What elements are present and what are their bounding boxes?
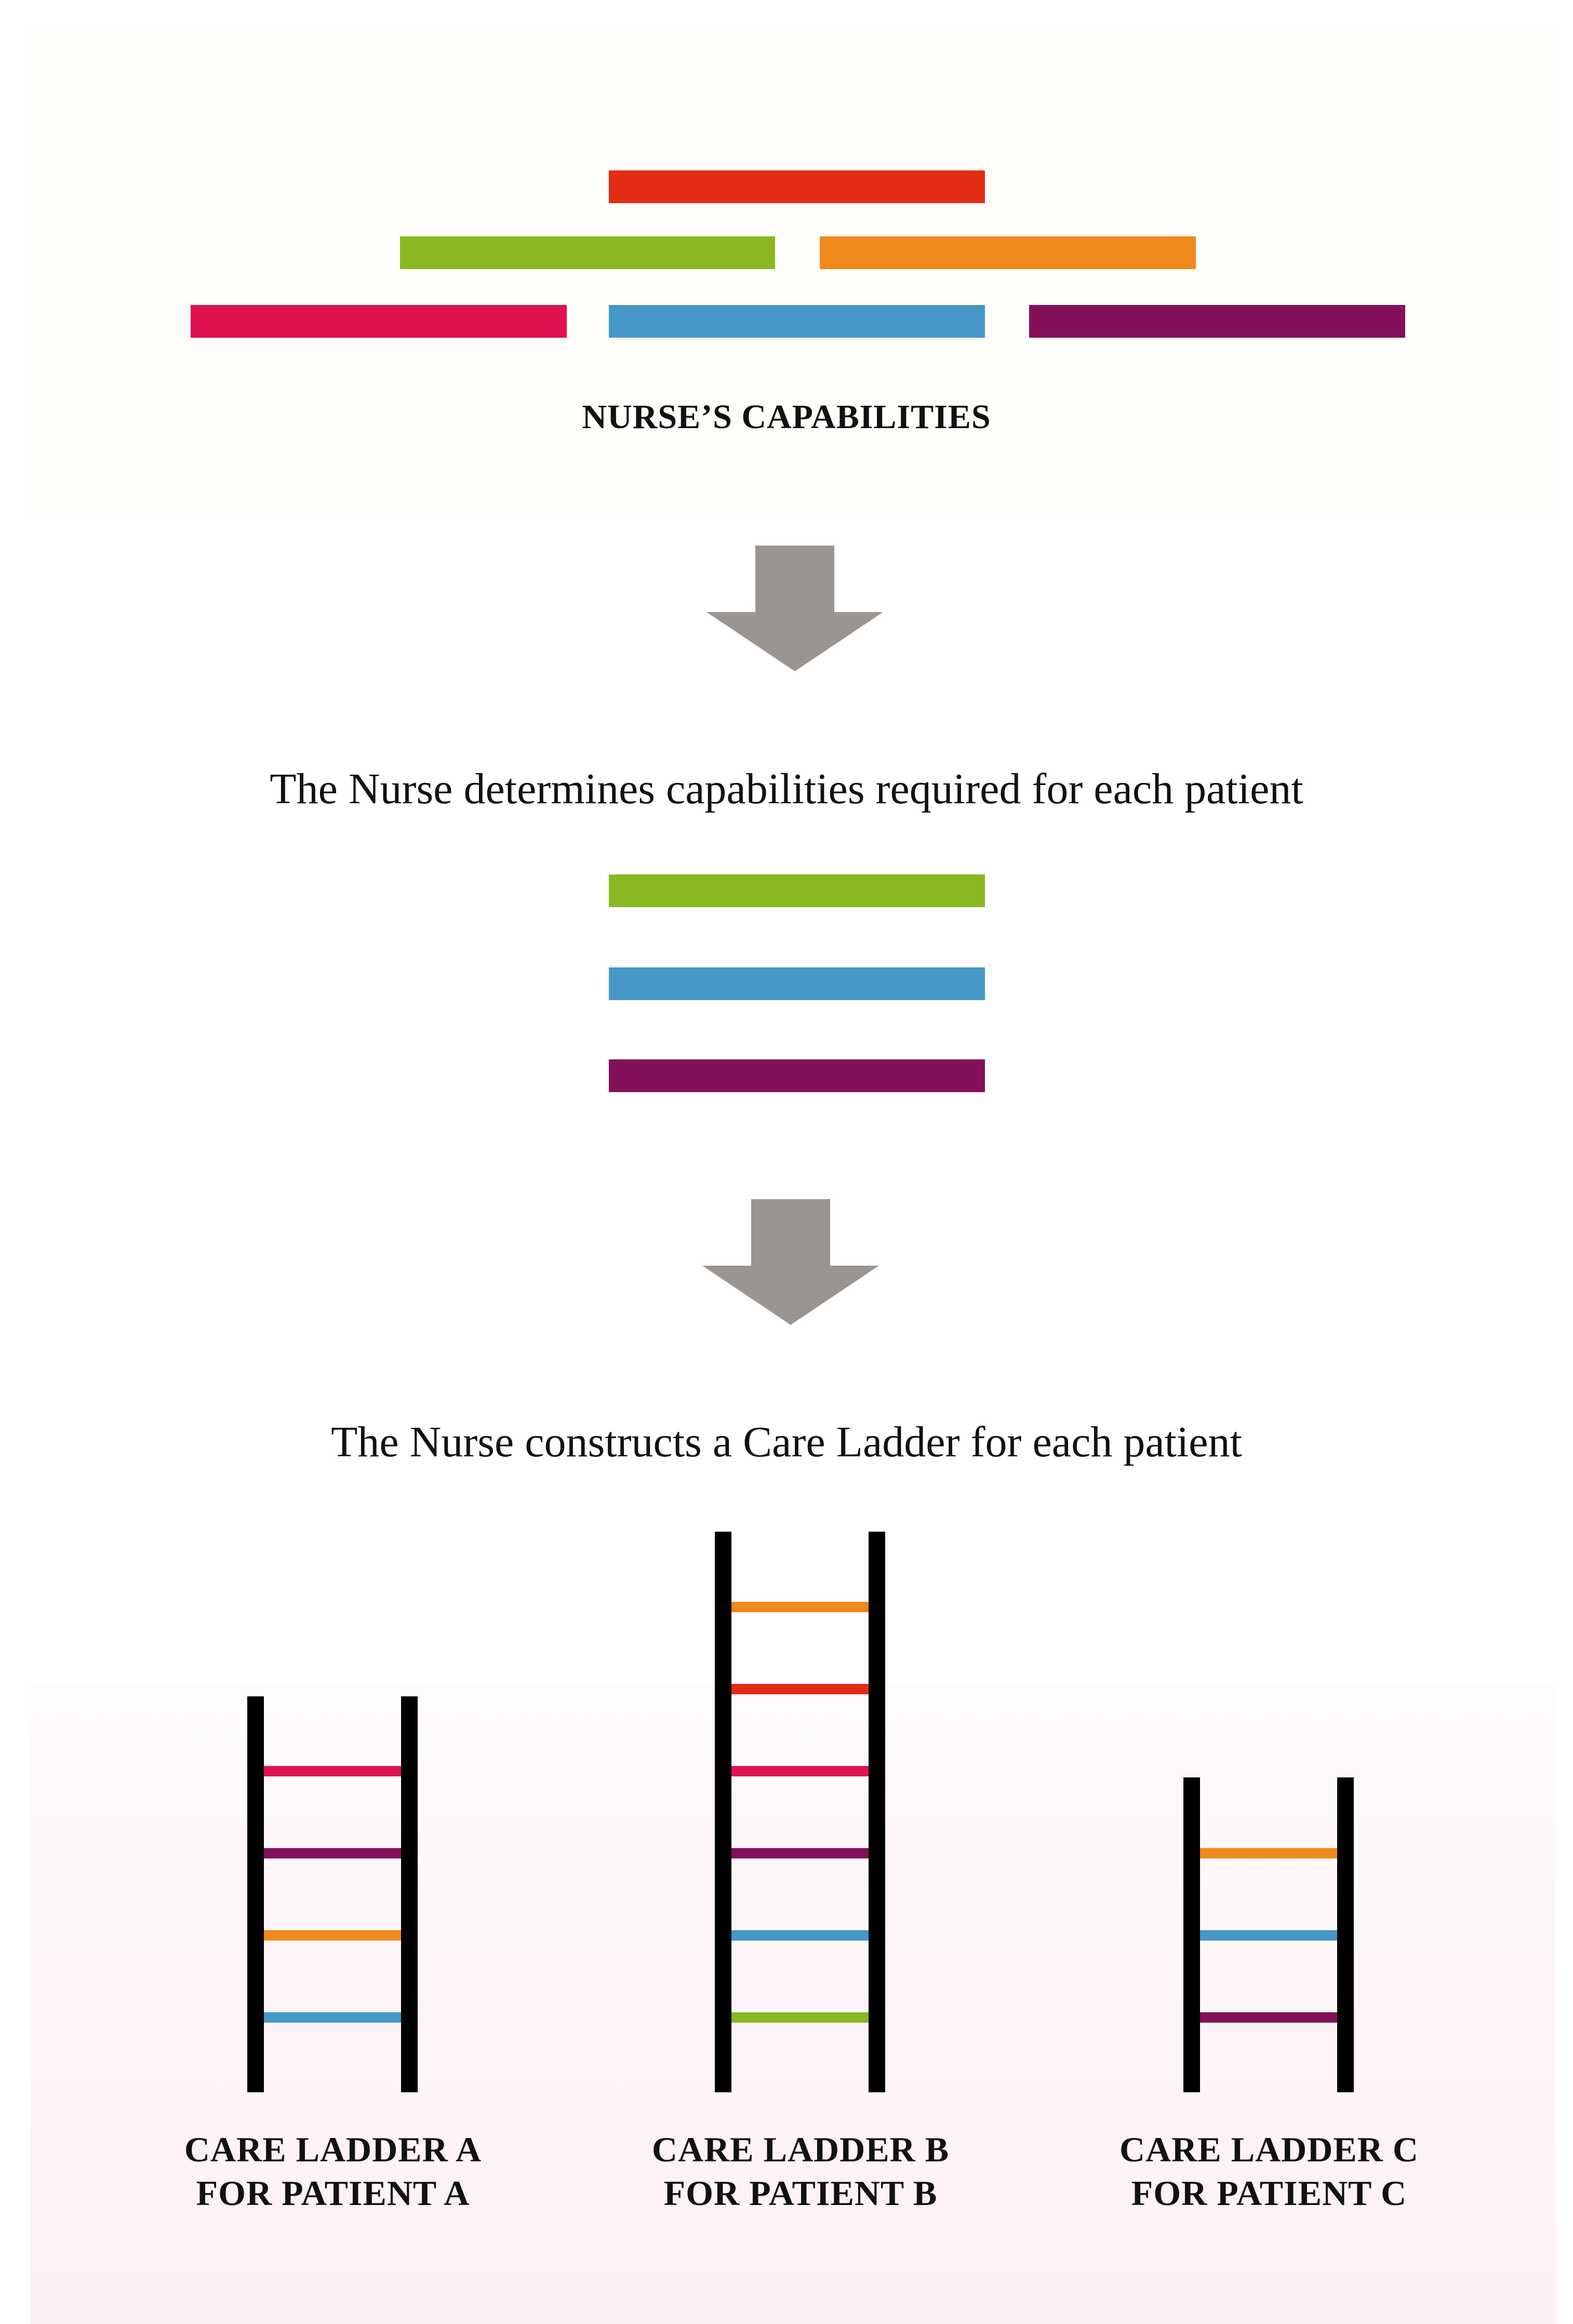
capabilities-heading: NURSE’S CAPABILITIES bbox=[582, 398, 991, 436]
ladder-b-label-line1: CARE LADDER B bbox=[651, 2130, 950, 2169]
ladder-c-label-line2: FOR PATIENT C bbox=[1131, 2173, 1407, 2213]
ladder-rung bbox=[264, 1930, 401, 1941]
ladder-a-label-line2: FOR PATIENT A bbox=[196, 2173, 470, 2213]
capability-bar-pink bbox=[191, 305, 567, 338]
ladder-rung bbox=[731, 1684, 869, 1694]
ladder-a-label-line1: CARE LADDER A bbox=[184, 2130, 482, 2169]
capabilities-panel bbox=[30, 30, 1555, 519]
ladder-rail-right bbox=[1337, 1777, 1354, 2092]
down-arrow-shape bbox=[706, 546, 883, 671]
ladder-rung bbox=[264, 2012, 401, 2023]
ladder-rung bbox=[1200, 1848, 1337, 1858]
ladder-b-label-line2: FOR PATIENT B bbox=[663, 2173, 938, 2213]
down-arrow-shape bbox=[702, 1199, 879, 1325]
capability-bar-orange bbox=[820, 236, 1196, 269]
ladder-b-label: CARE LADDER B FOR PATIENT B bbox=[593, 2128, 1008, 2215]
care-ladder-c bbox=[1183, 1777, 1355, 2092]
ladder-rung bbox=[731, 2012, 869, 2023]
ladder-rail-left bbox=[715, 1532, 731, 2092]
capability-bar-purple bbox=[1029, 305, 1405, 338]
ladder-rung bbox=[731, 1602, 869, 1612]
down-arrow-icon bbox=[702, 1199, 879, 1325]
step1-caption: The Nurse determines capabilities requir… bbox=[270, 765, 1303, 813]
required-bar-blue bbox=[609, 967, 985, 1000]
ladder-rung bbox=[731, 1930, 869, 1941]
step2-caption: The Nurse constructs a Care Ladder for e… bbox=[331, 1418, 1242, 1466]
ladder-rail-left bbox=[247, 1696, 264, 2092]
ladder-c-label-line1: CARE LADDER C bbox=[1119, 2130, 1419, 2169]
required-bar-purple bbox=[609, 1059, 985, 1092]
ladder-rung bbox=[1200, 2012, 1337, 2023]
ladder-a-label: CARE LADDER A FOR PATIENT A bbox=[125, 2128, 541, 2215]
ladders-panel bbox=[30, 1683, 1555, 2324]
care-ladder-b bbox=[715, 1532, 886, 2092]
ladder-rail-right bbox=[869, 1532, 885, 2092]
capability-bar-green bbox=[400, 236, 775, 269]
ladder-rung bbox=[264, 1766, 401, 1776]
ladder-rail-left bbox=[1183, 1777, 1200, 2092]
capability-bar-red bbox=[609, 170, 985, 203]
required-bar-green bbox=[609, 874, 985, 907]
capability-bar-blue bbox=[609, 305, 985, 338]
ladder-rung bbox=[731, 1766, 869, 1776]
care-ladder-a bbox=[247, 1696, 419, 2092]
ladder-rung bbox=[264, 1848, 401, 1858]
ladder-rail-right bbox=[401, 1696, 418, 2092]
ladder-rung bbox=[1200, 1930, 1337, 1941]
ladder-c-label: CARE LADDER C FOR PATIENT C bbox=[1061, 2128, 1477, 2215]
down-arrow-icon bbox=[706, 546, 883, 671]
ladder-rung bbox=[731, 1848, 869, 1858]
